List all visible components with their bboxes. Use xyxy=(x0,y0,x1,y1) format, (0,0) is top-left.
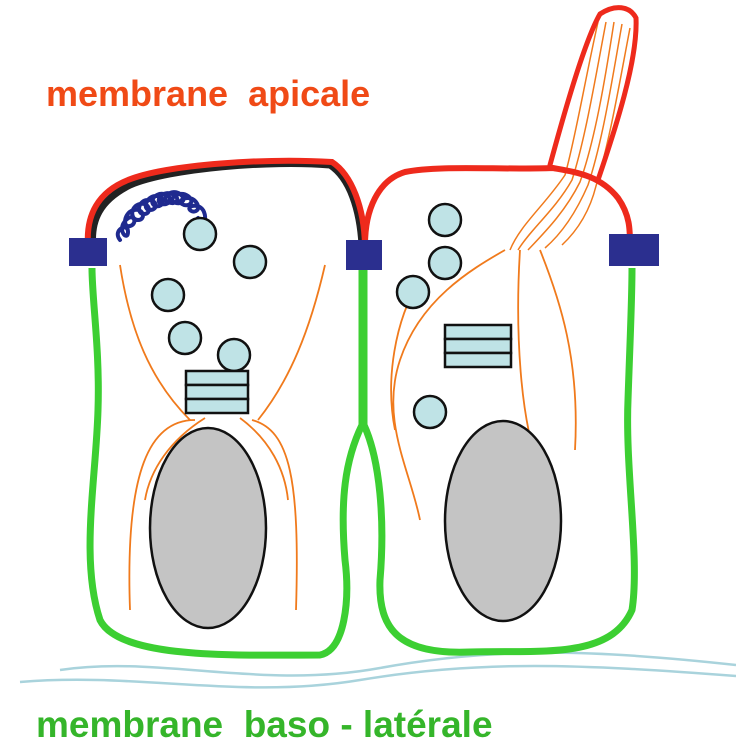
vesicle-icon xyxy=(414,396,446,428)
vesicle-icon xyxy=(152,279,184,311)
apical-membrane-label: membrane apicale xyxy=(46,76,370,112)
tight-junction-icon xyxy=(69,238,107,266)
nucleus-icon xyxy=(445,421,561,621)
tight-junction-icon xyxy=(609,234,659,266)
vesicle-icon xyxy=(184,218,216,250)
vesicle-icon xyxy=(397,276,429,308)
basolateral-membrane-label: membrane baso - latérale xyxy=(36,706,493,743)
apical-membrane-right xyxy=(365,168,630,245)
golgi-icon xyxy=(445,325,511,367)
golgi-icon xyxy=(186,371,248,413)
vesicle-icon xyxy=(234,246,266,278)
vesicle-icon xyxy=(429,247,461,279)
tight-junction-icon xyxy=(346,240,382,270)
basement-membrane xyxy=(20,653,736,688)
vesicle-icon xyxy=(429,204,461,236)
cilium-icon xyxy=(510,8,636,250)
vesicle-icon xyxy=(218,339,250,371)
vesicle-icon xyxy=(169,322,201,354)
nucleus-icon xyxy=(150,428,266,628)
